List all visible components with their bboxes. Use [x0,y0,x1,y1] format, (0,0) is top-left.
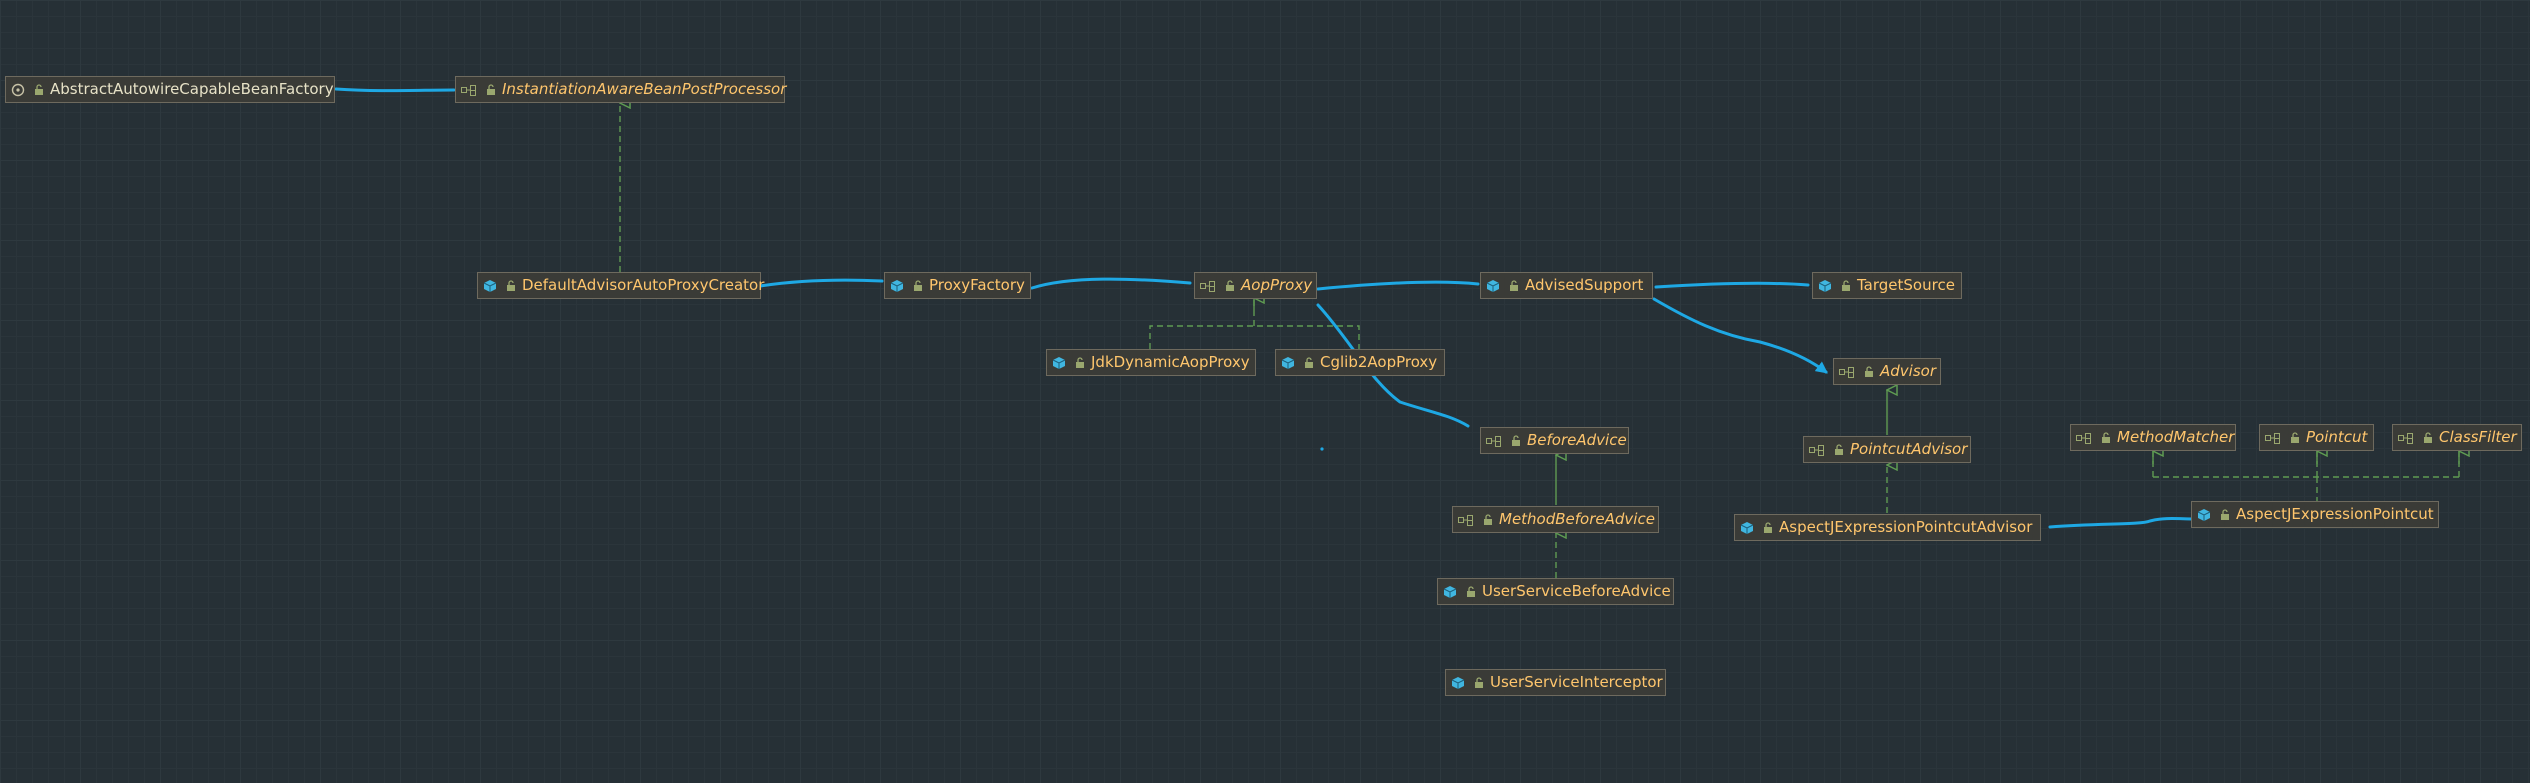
node-proxy-factory[interactable]: ProxyFactory [884,272,1031,299]
node-label: InstantiationAwareBeanPostProcessor [502,80,787,98]
node-label: ProxyFactory [929,276,1025,294]
annotation-default-advisor-to-proxy-factory [758,278,884,288]
node-abstract-autowire[interactable]: AbstractAutowireCapableBeanFactory [5,76,335,103]
node-advisor[interactable]: Advisor [1833,358,1941,385]
class-icon [1486,279,1500,293]
interface-icon [461,84,477,96]
lock-icon [1834,444,1844,455]
node-aop-proxy[interactable]: AopProxy [1194,272,1317,299]
interface-icon [1809,444,1825,456]
lock-icon [486,84,496,95]
interface-icon [2076,432,2092,444]
node-label: AspectJExpressionPointcut [2236,505,2434,523]
interface-icon [1200,280,1216,292]
node-label: MethodBeforeAdvice [1499,510,1655,528]
class-icon [890,279,904,293]
node-method-before-advice[interactable]: MethodBeforeAdvice [1452,506,1659,533]
class-icon [2197,508,2211,522]
class-icon [1052,356,1066,370]
node-label: UserServiceBeforeAdvice [1482,582,1671,600]
node-label: MethodMatcher [2117,428,2235,446]
lock-icon [913,280,923,291]
interface-icon [1839,366,1855,378]
node-aspectj-advisor[interactable]: AspectJExpressionPointcutAdvisor [1734,514,2041,541]
class-icon [483,279,497,293]
node-cglib2[interactable]: Cglib2AopProxy [1275,349,1445,376]
lock-icon [1474,677,1484,688]
lock-icon [506,280,516,291]
interface-icon [1486,435,1502,447]
class-icon [1451,676,1465,690]
annotation-advised-support-to-target-source [1654,281,1810,289]
lock-icon [2423,432,2433,443]
interface-icon [2265,432,2281,444]
lock-icon [1075,357,1085,368]
annotation-autowire-to-instantiation [334,87,456,93]
node-label: Cglib2AopProxy [1320,353,1438,371]
lock-icon [2290,432,2300,443]
lock-icon [1763,522,1773,533]
node-pointcut-advisor[interactable]: PointcutAdvisor [1803,436,1971,463]
node-label: Advisor [1880,362,1936,380]
lock-icon [1864,366,1874,377]
node-target-source[interactable]: TargetSource [1812,272,1962,299]
lock-icon [1304,357,1314,368]
lock-icon [34,84,44,95]
node-advised-support[interactable]: AdvisedSupport [1480,272,1653,299]
node-label: TargetSource [1857,276,1955,294]
lock-icon [1225,280,1235,291]
interface-icon [2398,432,2414,444]
annotation-proxy-factory-to-aop-proxy [1030,277,1192,290]
node-label: ClassFilter [2439,428,2517,446]
node-label: JdkDynamicAopProxy [1091,353,1250,371]
annotation-aop-proxy-to-before-advice [1316,303,1470,428]
lock-icon [1483,514,1493,525]
lock-icon [1509,280,1519,291]
stray-dot [1320,447,1324,451]
node-method-matcher[interactable]: MethodMatcher [2070,424,2236,451]
node-class-filter[interactable]: ClassFilter [2392,424,2522,451]
node-user-service-interceptor[interactable]: UserServiceInterceptor [1445,669,1666,696]
node-label: AspectJExpressionPointcutAdvisor [1779,518,2033,536]
class-icon [1443,585,1457,599]
node-user-service-before[interactable]: UserServiceBeforeAdvice [1437,578,1674,605]
annotation-aop-proxy-to-advised-support [1316,280,1480,291]
abstract-class-icon [11,83,25,97]
class-icon [1818,279,1832,293]
node-label: Pointcut [2306,428,2368,446]
annotation-aspectj-advisor-to-pointcut [2048,517,2196,529]
node-label: UserServiceInterceptor [1490,673,1663,691]
annotation-advised-support-to-advisor [1652,297,1828,374]
lock-icon [1841,280,1851,291]
lock-icon [1466,586,1476,597]
node-instantiation-aware[interactable]: InstantiationAwareBeanPostProcessor [455,76,787,103]
node-label: AbstractAutowireCapableBeanFactory [50,80,334,98]
node-label: BeforeAdvice [1527,431,1627,449]
node-default-advisor[interactable]: DefaultAdvisorAutoProxyCreator [477,272,765,299]
interface-icon [1458,514,1474,526]
lock-icon [2220,509,2230,520]
node-label: DefaultAdvisorAutoProxyCreator [522,276,765,294]
node-label: AdvisedSupport [1525,276,1644,294]
node-before-advice[interactable]: BeforeAdvice [1480,427,1629,454]
class-icon [1281,356,1295,370]
node-pointcut[interactable]: Pointcut [2259,424,2374,451]
edge-aspectj-pointcut-implements-three [2152,452,2460,503]
node-label: AopProxy [1241,276,1313,294]
lock-icon [1511,435,1521,446]
node-aspectj-pointcut[interactable]: AspectJExpressionPointcut [2191,501,2439,528]
class-icon [1740,521,1754,535]
node-label: PointcutAdvisor [1850,440,1968,458]
lock-icon [2101,432,2111,443]
node-jdk-dynamic[interactable]: JdkDynamicAopProxy [1046,349,1256,376]
